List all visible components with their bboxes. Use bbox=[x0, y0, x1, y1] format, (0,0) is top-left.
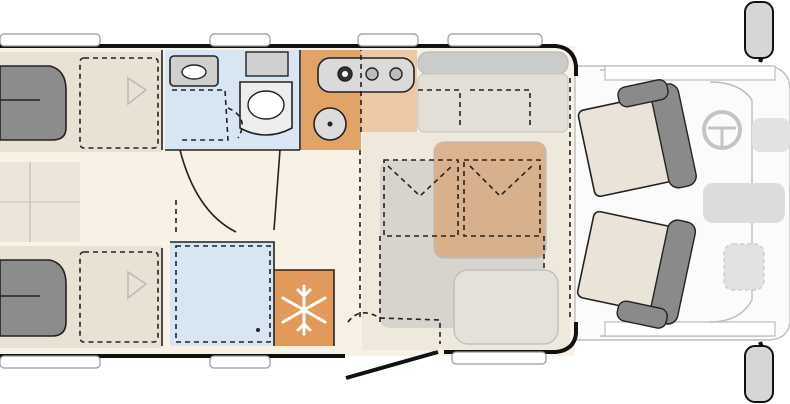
bed-step bbox=[0, 162, 80, 242]
interior-walls bbox=[161, 50, 335, 346]
snowflake-icon bbox=[281, 284, 327, 336]
cab-area bbox=[574, 1, 790, 403]
dashboard-console bbox=[703, 183, 785, 223]
entry-door bbox=[345, 350, 439, 380]
kitchen-counter bbox=[301, 50, 417, 150]
steering-wheel-icon bbox=[702, 110, 742, 150]
driver-seat bbox=[577, 79, 697, 198]
dinette-table bbox=[433, 141, 547, 259]
shower-area bbox=[170, 242, 274, 346]
cab-window-bottom bbox=[604, 321, 776, 337]
passenger-seat bbox=[576, 210, 697, 329]
stove-burners-icon bbox=[317, 57, 415, 93]
side-mirror-bottom bbox=[744, 341, 774, 403]
entry-seat bbox=[453, 269, 559, 345]
side-mirror-top bbox=[744, 1, 774, 63]
fridge bbox=[274, 270, 334, 346]
dinette-backrest bbox=[417, 51, 569, 75]
bathroom-area bbox=[165, 50, 300, 150]
toilet-icon bbox=[239, 81, 293, 136]
rear-bed-bottom bbox=[0, 246, 162, 348]
dashboard-panel-bottom bbox=[723, 243, 765, 291]
windows bbox=[0, 33, 547, 369]
cab-window-top bbox=[604, 65, 776, 81]
rear-bed-top bbox=[0, 52, 162, 152]
dinette-area bbox=[347, 51, 571, 350]
dashboard-panel-top bbox=[752, 118, 790, 152]
